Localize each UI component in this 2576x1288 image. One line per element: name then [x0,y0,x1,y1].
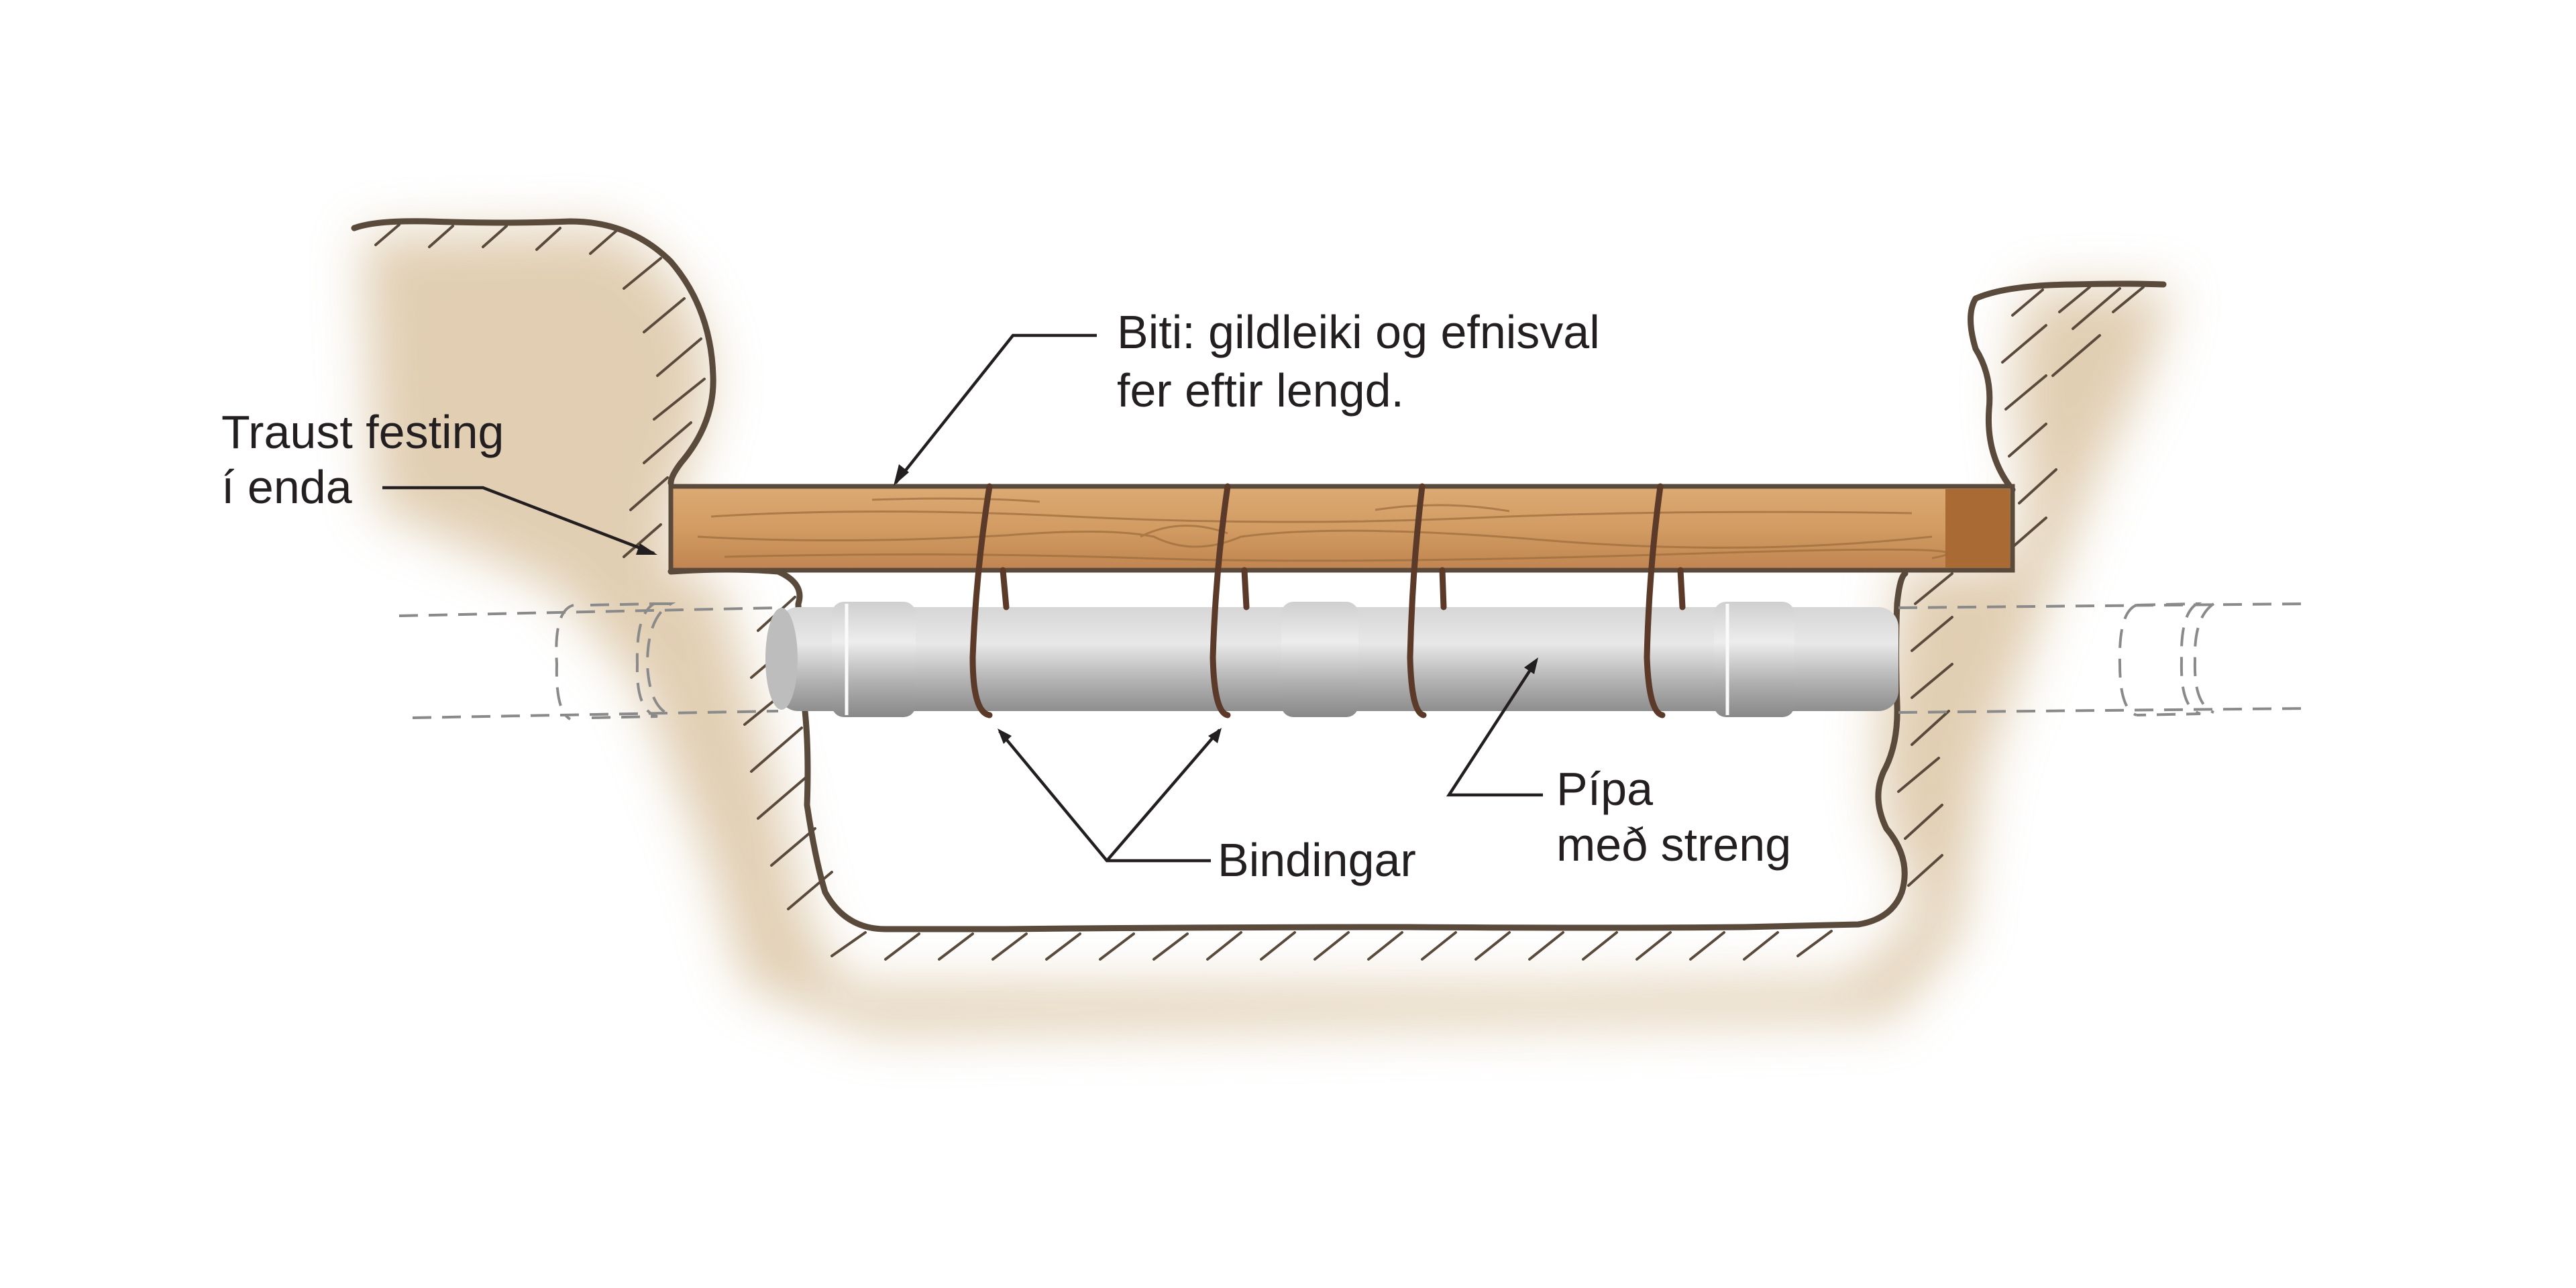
pipe [765,602,1898,717]
soil-hatching [374,223,2145,961]
anchor-label-line2: í enda [221,461,352,513]
leaders [382,333,1543,863]
left-bank-edge [351,218,716,486]
ghost-pipe-right [1898,602,2308,716]
ties-leader [998,730,1211,863]
wood-grain [697,497,1949,562]
pipe-collar-1 [832,602,916,717]
tie-wires [969,483,1686,718]
pipe-label-line2: með streng [1556,818,1791,871]
anchor-label-line1: Traust festing [221,406,504,458]
pipe-label-line1: Pípa [1556,763,1653,815]
pipe-arrowhead [1524,657,1538,674]
soil-shading [362,228,2174,1033]
right-bank-edge [1968,280,2167,493]
wooden-beam [668,484,2015,573]
labels: Biti: gildleiki og efnisval fer eftir le… [221,306,1791,886]
pipe-collar-2 [1281,602,1358,717]
beam-label-line2: fer eftir lengd. [1117,364,1404,417]
tie-wire-3 [1407,483,1447,718]
ghost-pipe-left [398,602,779,720]
tie-wire-4 [1644,483,1686,718]
beam-label-line1: Biti: gildleiki og efnisval [1117,306,1600,358]
ties-arrowhead-2 [1208,728,1222,743]
tie-wire-2 [1210,483,1250,718]
tie-wire-1 [969,483,1010,718]
ties-leader-2 [1106,729,1221,862]
ties-arrowhead-1 [998,729,1012,744]
anchor-arrowhead [636,543,657,555]
beam-leader [894,333,1097,484]
pipe-collar-3 [1714,602,1794,717]
pipe-leader [1446,659,1543,797]
anchor-leader [382,486,655,555]
soil-shade-left [362,228,2174,1033]
ties-label: Bindingar [1218,834,1416,886]
beam-arrowhead [894,464,909,486]
